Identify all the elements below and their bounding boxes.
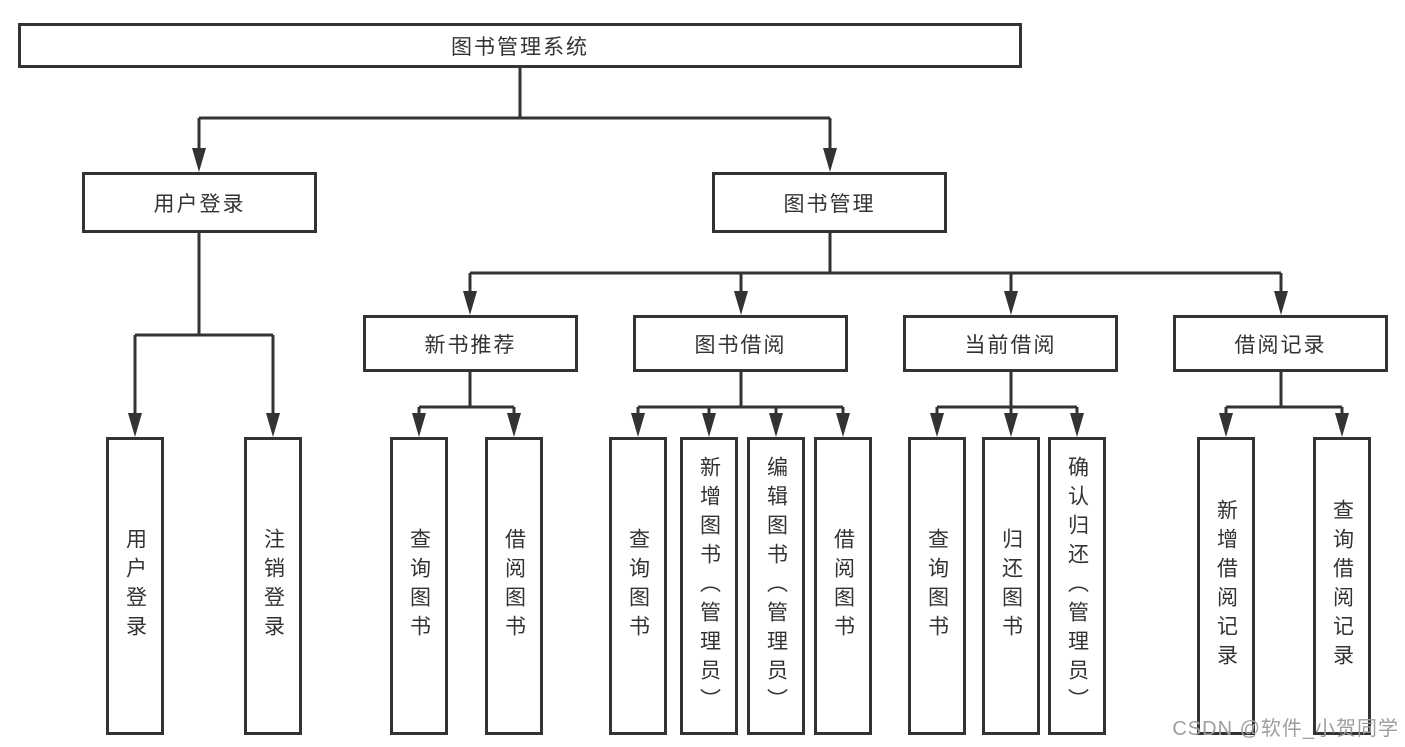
leaf-confirm-return-admin-label: 确认归还（管理员） bbox=[1065, 455, 1089, 717]
leaf-user-login-label: 用户登录 bbox=[123, 528, 147, 644]
leaf-add-books-admin-label: 新增图书（管理员） bbox=[697, 455, 721, 717]
leaf-return-books-label: 归还图书 bbox=[999, 528, 1023, 644]
node-user-login: 用户登录 bbox=[82, 172, 317, 233]
node-book-management: 图书管理 bbox=[712, 172, 947, 233]
connector-book-management-to-level3 bbox=[463, 231, 1288, 315]
node-book-borrow: 图书借阅 bbox=[633, 315, 848, 372]
node-new-book-recommend-label: 新书推荐 bbox=[424, 333, 517, 357]
leaf-confirm-return-admin: 确认归还（管理员） bbox=[1048, 437, 1106, 735]
node-root: 图书管理系统 bbox=[18, 23, 1022, 68]
csdn-watermark: CSDN @软件_小贺同学 bbox=[1172, 718, 1399, 740]
node-book-borrow-label: 图书借阅 bbox=[694, 333, 787, 357]
connector-new-book-recommend-to-leaves bbox=[412, 370, 521, 437]
leaf-logout-label: 注销登录 bbox=[261, 528, 285, 644]
connector-current-borrow-to-leaves bbox=[930, 370, 1084, 437]
leaf-borrow-books-1-label: 借阅图书 bbox=[502, 528, 526, 644]
leaf-query-borrow-record-label: 查询借阅记录 bbox=[1330, 499, 1354, 673]
leaf-query-borrow-record: 查询借阅记录 bbox=[1313, 437, 1371, 735]
leaf-user-login: 用户登录 bbox=[106, 437, 164, 735]
leaf-borrow-books-2-label: 借阅图书 bbox=[831, 528, 855, 644]
leaf-query-books-2: 查询图书 bbox=[609, 437, 667, 735]
connector-book-borrow-to-leaves bbox=[631, 370, 850, 437]
node-root-label: 图书管理系统 bbox=[451, 35, 589, 59]
leaf-add-borrow-record: 新增借阅记录 bbox=[1197, 437, 1255, 735]
leaf-query-books-1-label: 查询图书 bbox=[407, 528, 431, 644]
leaf-query-books-3: 查询图书 bbox=[908, 437, 966, 735]
node-current-borrow: 当前借阅 bbox=[903, 315, 1118, 372]
leaf-logout: 注销登录 bbox=[244, 437, 302, 735]
node-current-borrow-label: 当前借阅 bbox=[964, 333, 1057, 357]
leaf-borrow-books-1: 借阅图书 bbox=[485, 437, 543, 735]
node-user-login-label: 用户登录 bbox=[153, 192, 246, 216]
leaf-query-books-2-label: 查询图书 bbox=[626, 528, 650, 644]
leaf-edit-books-admin: 编辑图书（管理员） bbox=[747, 437, 805, 735]
node-book-management-label: 图书管理 bbox=[783, 192, 876, 216]
leaf-borrow-books-2: 借阅图书 bbox=[814, 437, 872, 735]
node-new-book-recommend: 新书推荐 bbox=[363, 315, 578, 372]
leaf-return-books: 归还图书 bbox=[982, 437, 1040, 735]
node-borrow-records-label: 借阅记录 bbox=[1234, 333, 1327, 357]
node-borrow-records: 借阅记录 bbox=[1173, 315, 1388, 372]
leaf-query-books-1: 查询图书 bbox=[390, 437, 448, 735]
connector-user-login-to-leaves bbox=[128, 231, 280, 437]
leaf-add-books-admin: 新增图书（管理员） bbox=[680, 437, 738, 735]
connector-borrow-records-to-leaves bbox=[1219, 370, 1349, 437]
leaf-query-books-3-label: 查询图书 bbox=[925, 528, 949, 644]
connector-root-to-level2 bbox=[192, 66, 837, 172]
leaf-edit-books-admin-label: 编辑图书（管理员） bbox=[764, 455, 788, 717]
leaf-add-borrow-record-label: 新增借阅记录 bbox=[1214, 499, 1238, 673]
